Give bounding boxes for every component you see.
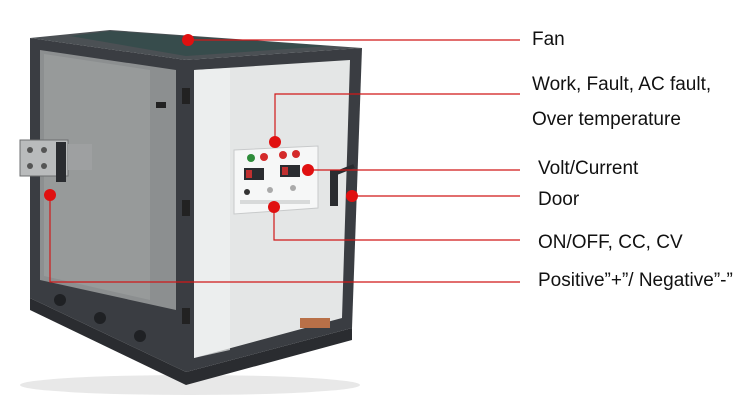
label-meters: Volt/Current	[538, 158, 639, 179]
handle-icon	[330, 170, 338, 206]
control-panel	[233, 145, 319, 215]
label-fan: Fan	[532, 29, 565, 50]
marker-meters	[302, 164, 314, 176]
leader-controls	[273, 207, 520, 241]
label-status-line1: Work, Fault, AC fault,	[532, 74, 712, 95]
copper-pipe	[300, 318, 330, 328]
cabinet-base-front	[186, 328, 352, 385]
label-controls: ON/OFF, CC, CV	[538, 232, 683, 253]
label-door: Door	[538, 189, 580, 210]
power-switch	[244, 189, 250, 195]
leader-status	[274, 93, 520, 137]
hinge-icon	[182, 88, 190, 104]
marker-terminals	[44, 189, 56, 201]
label-terminals: Positive”+”/ Negative”-”	[538, 270, 733, 291]
hinge-icon	[182, 200, 190, 216]
marker-status	[269, 136, 281, 148]
label-status-line2: Over temperature	[532, 109, 681, 130]
hinge-icon	[182, 308, 190, 324]
marker-controls	[268, 201, 280, 213]
marker-fan	[182, 34, 194, 46]
floor-shadow	[20, 375, 360, 395]
indicator-fault	[260, 153, 268, 161]
leader-terminals	[49, 195, 520, 283]
indicator-over-temp	[292, 150, 300, 158]
marker-door	[346, 190, 358, 202]
cabinet-base-left	[30, 298, 186, 385]
indicator-ac-fault	[279, 151, 287, 159]
indicator-work	[247, 154, 255, 162]
fan-grille	[70, 31, 330, 56]
